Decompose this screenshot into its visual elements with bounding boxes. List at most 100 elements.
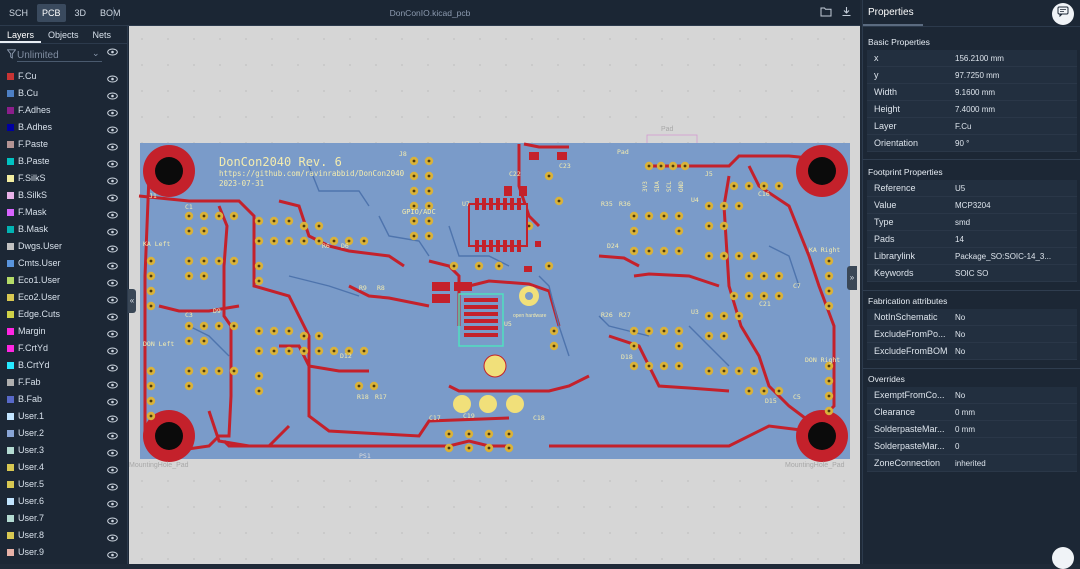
eye-icon[interactable] <box>107 412 118 429</box>
property-value: inherited <box>955 459 986 468</box>
eye-icon[interactable] <box>107 531 118 548</box>
layer-row[interactable]: B.Cu <box>0 85 127 102</box>
view-tabs: SCH PCB 3D BOM <box>4 4 126 22</box>
pad-drill <box>737 204 741 208</box>
layer-row[interactable]: Cmts.User <box>0 255 127 272</box>
pad-drill <box>272 219 276 223</box>
property-key: NotInSchematic <box>874 312 938 322</box>
layer-name: B.Adhes <box>18 122 53 132</box>
layer-row[interactable]: F.CrtYd <box>0 340 127 357</box>
eye-icon[interactable] <box>107 395 118 412</box>
property-key: SolderpasteMar... <box>874 424 945 434</box>
pcb-canvas[interactable]: Pad <box>129 26 860 564</box>
left-panel-tabs: Layers Objects Nets <box>0 26 127 44</box>
eye-icon[interactable] <box>107 293 118 310</box>
collapse-left-panel-button[interactable]: « <box>128 289 136 313</box>
tab-3d[interactable]: 3D <box>74 8 87 18</box>
pad-drill <box>149 289 153 293</box>
eye-icon[interactable] <box>107 361 118 378</box>
eye-icon[interactable] <box>107 514 118 531</box>
eye-icon[interactable] <box>107 344 118 361</box>
eye-icon[interactable] <box>107 378 118 395</box>
layer-row[interactable]: B.SilkS <box>0 187 127 204</box>
folder-icon[interactable] <box>820 6 832 18</box>
eye-icon[interactable] <box>107 548 118 565</box>
eye-icon[interactable] <box>107 429 118 446</box>
tab-bom[interactable]: BOM <box>100 8 121 18</box>
layer-row[interactable]: Dwgs.User <box>0 238 127 255</box>
pad-drill <box>762 274 766 278</box>
fabrication-attributes-title: Fabrication attributes <box>868 296 948 306</box>
eye-icon[interactable] <box>107 446 118 463</box>
layer-row[interactable]: User.4 <box>0 459 127 476</box>
svg-text:2023-07-31: 2023-07-31 <box>219 179 264 188</box>
eye-icon[interactable] <box>107 225 118 242</box>
layer-row[interactable]: Margin <box>0 323 127 340</box>
eye-icon[interactable] <box>107 327 118 344</box>
layer-name: User.3 <box>18 445 45 455</box>
eye-icon[interactable] <box>107 48 118 58</box>
layer-row[interactable]: B.Paste <box>0 153 127 170</box>
eye-icon[interactable] <box>107 191 118 208</box>
eye-icon[interactable] <box>107 72 118 89</box>
layer-row[interactable]: Eco2.User <box>0 289 127 306</box>
layer-row[interactable]: F.SilkS <box>0 170 127 187</box>
pad-drill <box>202 324 206 328</box>
avatar[interactable] <box>1052 547 1074 569</box>
eye-icon[interactable] <box>107 310 118 327</box>
eye-icon[interactable] <box>107 259 118 276</box>
tab-objects[interactable]: Objects <box>48 30 79 40</box>
tab-sch[interactable]: SCH <box>9 8 29 18</box>
layer-color-swatch <box>7 532 14 539</box>
layer-row[interactable]: B.Adhes <box>0 119 127 136</box>
download-icon[interactable] <box>840 6 852 18</box>
eye-icon[interactable] <box>107 174 118 191</box>
tab-layers[interactable]: Layers <box>0 26 42 43</box>
layer-row[interactable]: F.Fab <box>0 374 127 391</box>
layer-row[interactable]: User.8 <box>0 527 127 544</box>
filter-select[interactable] <box>17 49 102 62</box>
layer-row[interactable]: F.Mask <box>0 204 127 221</box>
eye-icon[interactable] <box>107 123 118 140</box>
eye-icon[interactable] <box>107 480 118 497</box>
u5-selection-box[interactable] <box>458 293 504 347</box>
pad-drill <box>427 189 431 193</box>
comment-icon[interactable] <box>1052 3 1074 25</box>
eye-icon[interactable] <box>107 140 118 157</box>
svg-text:Pad: Pad <box>617 148 629 156</box>
layer-row[interactable]: F.Paste <box>0 136 127 153</box>
layer-row[interactable]: Eco1.User <box>0 272 127 289</box>
eye-icon[interactable] <box>107 106 118 123</box>
layer-color-swatch <box>7 328 14 335</box>
collapse-right-panel-button[interactable]: » <box>847 266 857 290</box>
eye-icon[interactable] <box>107 157 118 174</box>
layer-row[interactable]: Edge.Cuts <box>0 306 127 323</box>
eye-icon[interactable] <box>107 89 118 106</box>
layer-name: User.2 <box>18 428 45 438</box>
pcb-board[interactable]: Pad <box>129 26 860 564</box>
layer-row[interactable]: B.Mask <box>0 221 127 238</box>
layer-row[interactable]: User.7 <box>0 510 127 527</box>
pad-drill <box>827 289 831 293</box>
tab-nets[interactable]: Nets <box>92 30 112 40</box>
layer-row[interactable]: F.Cu <box>0 68 127 85</box>
layer-row[interactable]: User.5 <box>0 476 127 493</box>
layer-row[interactable]: F.Adhes <box>0 102 127 119</box>
eye-icon[interactable] <box>107 242 118 259</box>
chevron-down-icon[interactable]: ⌄ <box>92 48 100 58</box>
layer-row[interactable]: User.9 <box>0 544 127 561</box>
eye-icon[interactable] <box>107 276 118 293</box>
layer-row[interactable]: B.CrtYd <box>0 357 127 374</box>
eye-icon[interactable] <box>107 463 118 480</box>
layer-row[interactable]: B.Fab <box>0 391 127 408</box>
eye-icon[interactable] <box>107 208 118 225</box>
layer-row[interactable]: User.2 <box>0 425 127 442</box>
layer-row[interactable]: User.1 <box>0 408 127 425</box>
layer-row[interactable]: User.3 <box>0 442 127 459</box>
layer-row[interactable]: User.6 <box>0 493 127 510</box>
pad-drill <box>302 349 306 353</box>
tab-pcb[interactable]: PCB <box>37 4 66 22</box>
layer-color-swatch <box>7 209 14 216</box>
eye-icon[interactable] <box>107 497 118 514</box>
